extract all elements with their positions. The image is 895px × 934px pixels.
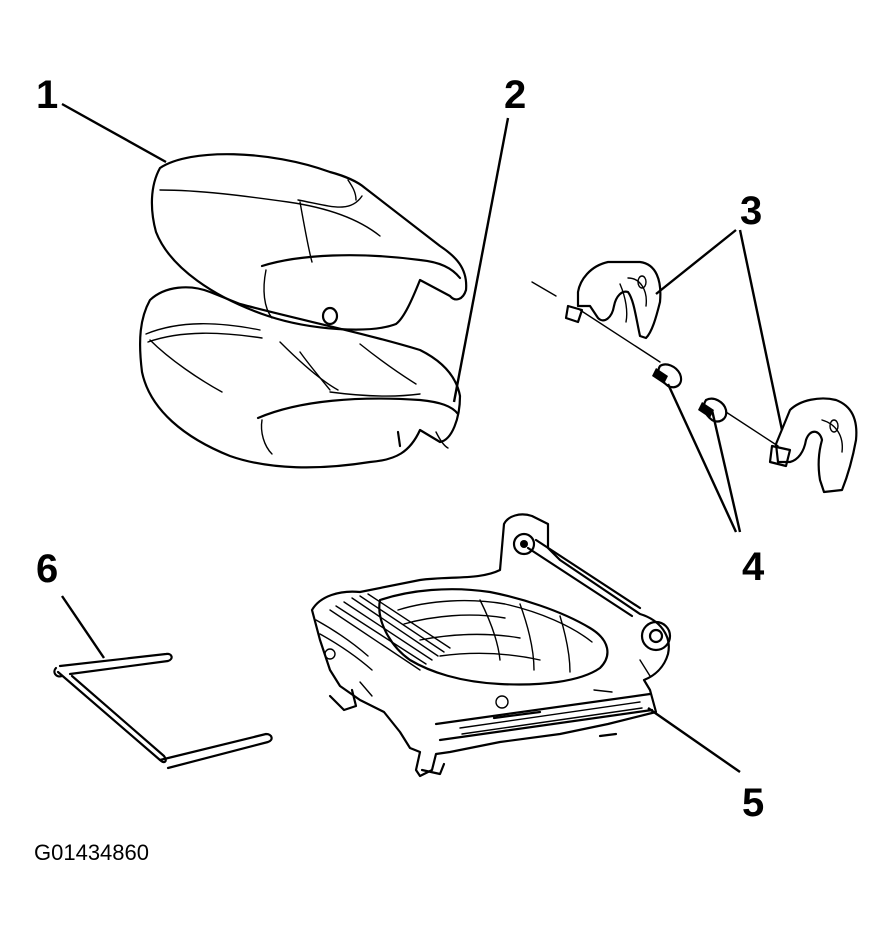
seat-cushion-cover [150, 153, 468, 331]
leader-lines [61, 102, 784, 773]
callout-4: 4 [742, 545, 765, 589]
leader-3b [738, 229, 784, 431]
leader-6 [61, 595, 105, 659]
leader-5 [647, 707, 741, 773]
cushion-bracket-upper [564, 260, 662, 340]
seat-cushion-pad [138, 286, 462, 469]
bolts [531, 281, 779, 447]
leader-4a [666, 383, 738, 533]
leader-1 [61, 102, 167, 164]
callout-1: 1 [36, 73, 58, 117]
callout-3: 3 [740, 189, 762, 233]
figure-id: G01434860 [34, 840, 149, 865]
leader-4b [710, 409, 742, 533]
leader-2 [452, 117, 510, 403]
callout-2: 2 [504, 73, 526, 117]
callout-5: 5 [742, 781, 764, 825]
leader-3a [655, 229, 737, 295]
callout-6: 6 [36, 547, 58, 591]
seat-rod [53, 652, 273, 770]
seat-adjuster-frame [310, 513, 672, 778]
cushion-bracket-lower [768, 397, 858, 494]
